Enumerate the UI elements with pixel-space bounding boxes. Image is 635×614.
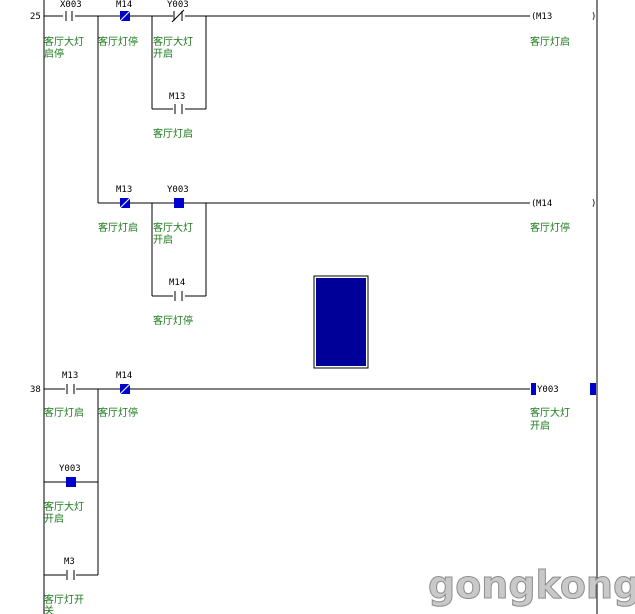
- svg-text:客厅灯停: 客厅灯停: [98, 406, 138, 419]
- svg-text:客厅灯启: 客厅灯启: [530, 35, 570, 48]
- contact-m13[interactable]: M13 客厅灯启: [44, 371, 84, 419]
- rung-m14[interactable]: M13 客厅灯启 Y003 客厅大灯 开启 M14 客厅灯停 ( M14 ): [98, 185, 596, 327]
- contact-y003-nc[interactable]: Y003 客厅大灯 开启: [153, 0, 193, 60]
- step-number: 25: [30, 12, 41, 22]
- svg-text:客厅大灯: 客厅大灯: [153, 35, 193, 48]
- coil-m14[interactable]: ( M14 ) 客厅灯停: [530, 199, 596, 234]
- svg-text:客厅大灯: 客厅大灯: [44, 500, 84, 513]
- svg-text:客厅大灯: 客厅大灯: [44, 35, 84, 48]
- svg-text:(: (: [531, 199, 536, 209]
- coil-y003[interactable]: Y003 客厅大灯 开启: [530, 383, 596, 432]
- editor-cursor[interactable]: [313, 275, 369, 369]
- svg-text:Y003: Y003: [537, 385, 559, 395]
- svg-text:X003: X003: [60, 0, 82, 10]
- svg-text:开启: 开启: [530, 419, 550, 432]
- contact-m14-hold[interactable]: M14 客厅灯停: [153, 278, 193, 327]
- svg-text:): ): [591, 12, 596, 22]
- contact-m14-nc[interactable]: M14 客厅灯停: [98, 0, 138, 48]
- contact-x003[interactable]: X003 客厅大灯 启停: [44, 0, 84, 60]
- svg-text:关: 关: [44, 604, 54, 614]
- svg-text:开启: 开启: [44, 512, 64, 525]
- contact-m14-nc[interactable]: M14 客厅灯停: [98, 371, 138, 419]
- svg-text:开启: 开启: [153, 233, 173, 246]
- svg-text:M14: M14: [169, 278, 185, 288]
- svg-text:(: (: [531, 12, 536, 22]
- contact-y003[interactable]: Y003 客厅大灯 开启: [153, 185, 193, 246]
- svg-text:M13: M13: [116, 185, 132, 195]
- svg-text:M13: M13: [536, 12, 552, 22]
- svg-text:客厅大灯: 客厅大灯: [153, 221, 193, 234]
- svg-text:客厅灯开: 客厅灯开: [44, 593, 84, 606]
- svg-text:客厅灯停: 客厅灯停: [530, 221, 570, 234]
- contact-m13-nc[interactable]: M13 客厅灯启: [98, 185, 138, 234]
- contact-m3[interactable]: M3 客厅灯开 关: [44, 557, 84, 614]
- watermark-logo: gongkong: [428, 563, 635, 607]
- coil-m13[interactable]: ( M13 ) 客厅灯启: [530, 12, 596, 48]
- svg-text:客厅灯启: 客厅灯启: [98, 221, 138, 234]
- svg-text:M13: M13: [62, 371, 78, 381]
- svg-text:Y003: Y003: [167, 185, 189, 195]
- svg-text:开启: 开启: [153, 47, 173, 60]
- svg-text:客厅灯停: 客厅灯停: [98, 35, 138, 48]
- svg-text:客厅灯启: 客厅灯启: [44, 406, 84, 419]
- contact-y003[interactable]: Y003 客厅大灯 开启: [44, 464, 84, 525]
- svg-text:M14: M14: [116, 371, 132, 381]
- rung-38[interactable]: 38 M13 客厅灯启 M14 客厅灯停 Y003 客厅大灯 开启: [30, 371, 596, 614]
- step-number: 38: [30, 385, 41, 395]
- svg-text:M14: M14: [536, 199, 552, 209]
- svg-text:Y003: Y003: [59, 464, 81, 474]
- svg-text:客厅灯停: 客厅灯停: [153, 314, 193, 327]
- svg-text:M3: M3: [64, 557, 75, 567]
- svg-text:): ): [591, 199, 596, 209]
- svg-text:启停: 启停: [44, 47, 64, 60]
- svg-text:Y003: Y003: [167, 0, 189, 10]
- svg-text:M14: M14: [116, 0, 132, 10]
- rung-25[interactable]: 25 X003 客厅大灯 启停 M14 客厅灯停 Y003 客厅大灯: [30, 0, 596, 140]
- svg-text:M13: M13: [169, 92, 185, 102]
- svg-text:客厅大灯: 客厅大灯: [530, 406, 570, 419]
- contact-m13-hold[interactable]: M13 客厅灯启: [153, 92, 193, 140]
- svg-text:客厅灯启: 客厅灯启: [153, 127, 193, 140]
